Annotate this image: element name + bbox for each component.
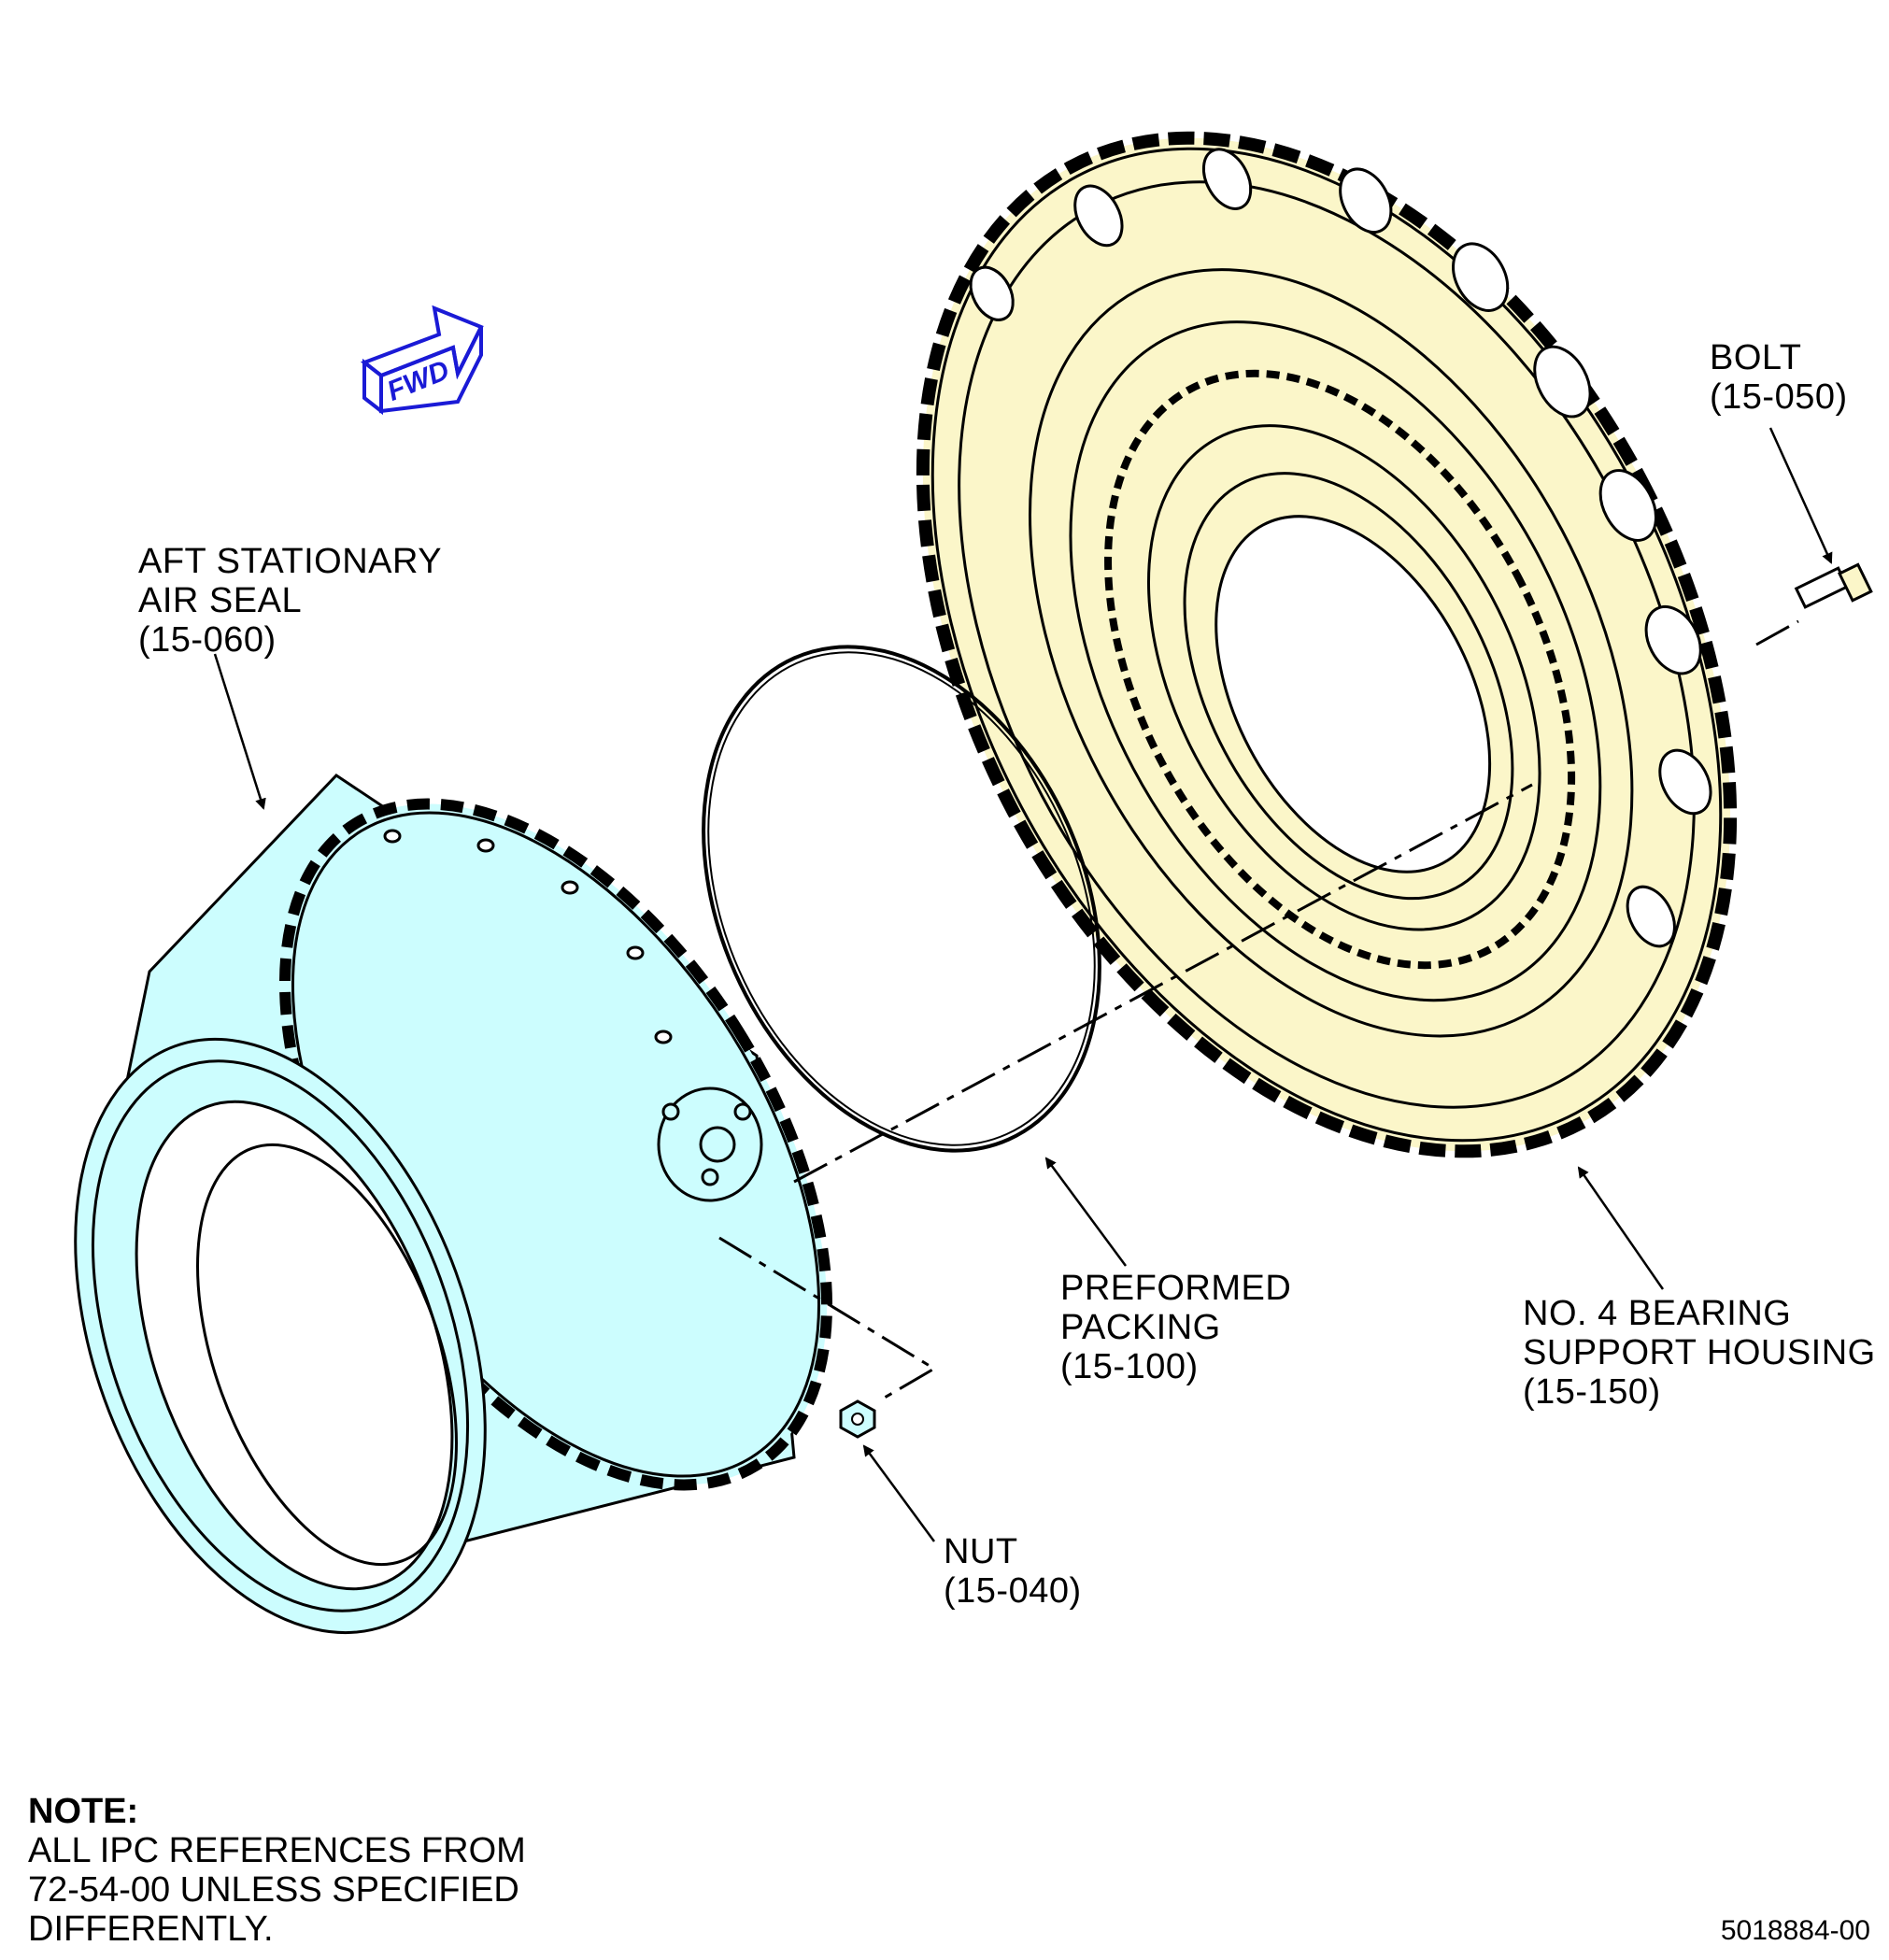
- label-line: PREFORMED: [1060, 1269, 1292, 1308]
- note-block: NOTE: ALL IPC REFERENCES FROM 72-54-00 U…: [28, 1792, 526, 1949]
- note-line: ALL IPC REFERENCES FROM: [28, 1831, 526, 1870]
- note-heading: NOTE:: [28, 1792, 139, 1831]
- label-line: PACKING: [1060, 1308, 1221, 1347]
- leader-lines: [213, 427, 1833, 1542]
- label-line: NUT: [944, 1532, 1018, 1571]
- nut-part: [839, 1399, 876, 1439]
- label-bolt: BOLT (15-050): [1710, 338, 1848, 417]
- label-line: AFT STATIONARY: [138, 542, 443, 581]
- label-line: (15-060): [138, 620, 277, 660]
- label-aft-stationary-air-seal: AFT STATIONARY AIR SEAL (15-060): [138, 542, 442, 660]
- aft-stationary-air-seal: [74, 774, 833, 1635]
- label-nut: NUT (15-040): [944, 1532, 1082, 1611]
- label-line: NO. 4 BEARING: [1523, 1294, 1792, 1333]
- preformed-packing: [702, 645, 1101, 1153]
- label-line: (15-040): [944, 1571, 1082, 1611]
- label-bearing-support-housing: NO. 4 BEARING SUPPORT HOUSING (15-150): [1523, 1294, 1876, 1412]
- bolt-part: [1794, 562, 1873, 609]
- note-line: 72-54-00 UNLESS SPECIFIED: [28, 1870, 519, 1910]
- fwd-arrow-icon: FWD: [360, 305, 484, 416]
- label-line: (15-050): [1710, 377, 1848, 417]
- figure-number: 5018884-00: [1720, 1915, 1870, 1946]
- note-line: DIFFERENTLY.: [28, 1910, 274, 1949]
- assembly-centerlines: [718, 619, 1799, 1403]
- label-line: (15-150): [1523, 1372, 1661, 1412]
- label-preformed-packing: PREFORMED PACKING (15-100): [1060, 1269, 1291, 1386]
- label-line: SUPPORT HOUSING: [1523, 1333, 1876, 1372]
- label-line: BOLT: [1710, 338, 1802, 377]
- label-line: (15-100): [1060, 1347, 1199, 1386]
- label-line: AIR SEAL: [138, 581, 303, 620]
- bearing-support-housing: [916, 131, 1738, 1158]
